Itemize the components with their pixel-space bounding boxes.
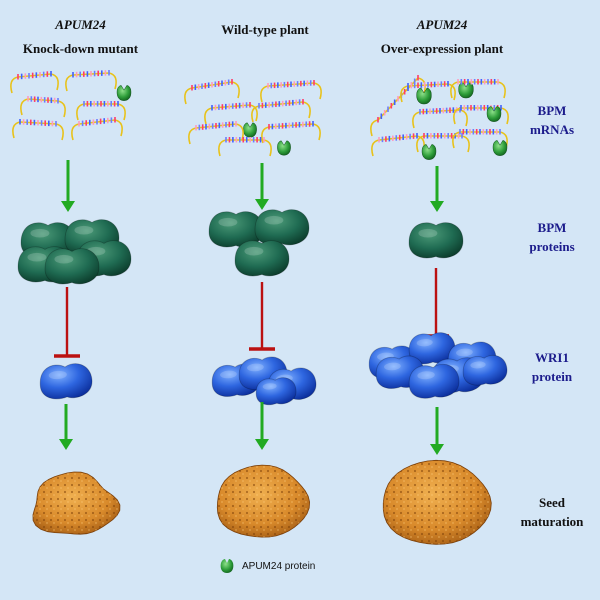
wri1-protein	[462, 355, 508, 386]
activation-arrow	[430, 407, 444, 455]
label-bpm-proteins: BPM proteins	[529, 220, 575, 254]
activation-arrow	[255, 402, 269, 450]
bpm-mrna-strand	[370, 75, 426, 137]
bpm-mrna-strand	[261, 121, 321, 144]
bpm-mrna-strand	[412, 107, 468, 129]
apum24-protein	[116, 85, 132, 101]
inhibition-line	[423, 268, 449, 338]
bpm-mrna-strand	[400, 81, 456, 103]
bpm-mrna-strand	[251, 99, 311, 123]
legend: APUM24 protein	[218, 557, 315, 575]
title-knockdown: APUM24 Knock-down mutant	[18, 16, 143, 57]
bpm-mrna-strand	[450, 79, 506, 99]
legend-label: APUM24 protein	[242, 560, 316, 572]
wri1-protein	[255, 377, 297, 406]
bpm-protein	[44, 248, 100, 285]
title-wildtype: Wild-type plant	[205, 21, 325, 38]
bpm-mrna-strand	[452, 129, 508, 149]
bpm-mrna-strand	[184, 79, 240, 105]
inhibition-line	[54, 287, 80, 358]
label-bpm-mrnas: BPM mRNAs	[529, 103, 575, 137]
wri1-protein	[408, 364, 460, 399]
title-overexpression: APUM24 Over-expression plant	[362, 16, 522, 57]
apum24-protein	[277, 140, 291, 156]
column-title-overexpression: Over-expression plant	[380, 41, 504, 56]
bpm-mrna-strand	[76, 101, 126, 121]
bpm-mrna-strand	[71, 117, 123, 141]
bpm-mrna-strand	[416, 133, 470, 153]
seed	[32, 471, 121, 535]
inhibition-line	[249, 282, 275, 351]
bpm-mrna-strand	[12, 119, 64, 141]
apum24-protein	[486, 106, 502, 122]
wri1-protein	[408, 332, 456, 365]
bpm-mrna-strand	[10, 71, 59, 94]
bpm-protein	[234, 240, 290, 277]
activation-arrow	[255, 163, 269, 210]
apum24-protein-icon	[220, 559, 234, 573]
apum24-protein	[492, 140, 508, 156]
bpm-protein	[408, 222, 464, 259]
bpm-mrna-strand	[65, 70, 117, 92]
bpm-mrna-strand	[188, 121, 244, 145]
apum24-protein	[421, 144, 437, 160]
bpm-mrna-strand	[218, 137, 272, 157]
activation-arrow	[59, 404, 73, 450]
apum24-protein	[416, 87, 432, 105]
bpm-mrna-strand	[371, 133, 425, 157]
apum24-protein	[243, 122, 257, 138]
label-seed-maturation: Seed maturation	[520, 495, 584, 529]
apum24-protein	[458, 81, 474, 99]
column-title-knockdown: Knock-down mutant	[22, 41, 139, 56]
bpm-mrna-strand	[20, 96, 66, 118]
gene-name-knockdown: APUM24	[55, 17, 106, 32]
seed	[382, 459, 492, 545]
gene-name-overexpression: APUM24	[416, 17, 468, 32]
bpm-protein	[254, 209, 310, 246]
label-wri1-protein: WRI1 protein	[531, 350, 573, 384]
column-title-wildtype: Wild-type plant	[221, 22, 309, 37]
activation-arrow	[61, 160, 75, 212]
bpm-mrna-strand	[204, 102, 258, 125]
wri1-protein	[39, 363, 93, 400]
bpm-mrna-strand	[260, 80, 322, 103]
seed	[216, 464, 311, 538]
activation-arrow	[430, 166, 444, 212]
